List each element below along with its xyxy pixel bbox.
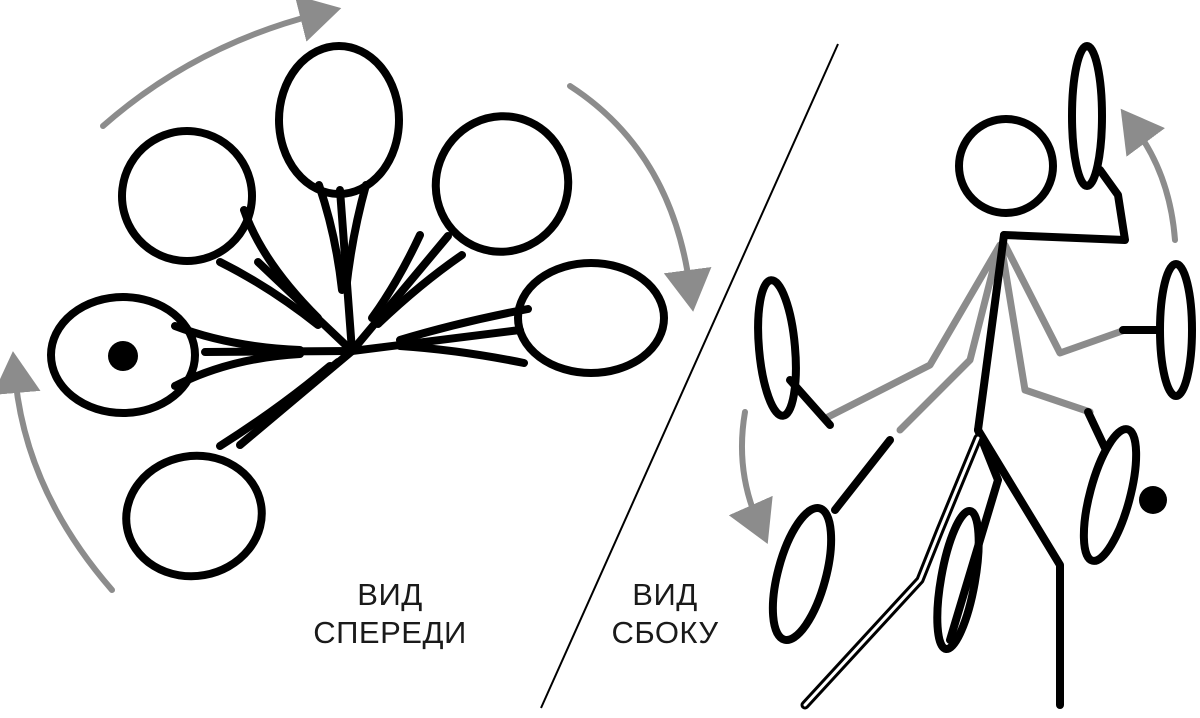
racket-side-left <box>754 276 800 420</box>
player-leg-right <box>974 426 1064 709</box>
racket-fan <box>47 42 668 581</box>
racket-side-center <box>933 507 983 653</box>
side-view <box>728 42 1196 710</box>
racket-head-top <box>275 42 403 198</box>
ghost-arm-left-2 <box>896 246 1002 434</box>
arm-phase-ghosts <box>824 241 1129 434</box>
front-arrow-top <box>100 0 342 129</box>
racket-head-lower-left <box>122 451 266 581</box>
front-motion-arrows <box>0 0 712 593</box>
ball-front <box>108 341 138 371</box>
front-view-label: ВИД СПЕРЕДИ <box>300 576 480 652</box>
swing-trail <box>800 433 983 710</box>
side-arrow-right <box>1120 108 1178 243</box>
ghost-arm-right-2 <box>998 246 1094 416</box>
side-motion-arrows <box>728 108 1178 544</box>
racket-side-top <box>1068 42 1106 190</box>
side-view-label: ВИД СБОКУ <box>590 576 740 652</box>
front-arrow-right <box>567 83 712 312</box>
handle-right <box>348 326 524 355</box>
racket-head-left <box>47 293 199 417</box>
racket-side-lowleft-handle <box>831 436 894 514</box>
player-head <box>955 115 1057 217</box>
racket-head-right <box>514 259 668 377</box>
racket-side-lowright-handle <box>1084 408 1109 452</box>
handle-upper-right <box>348 232 452 355</box>
racket-side-lowright <box>1079 425 1141 565</box>
front-arrow-left <box>0 351 115 593</box>
side-figure <box>754 42 1196 709</box>
racket-side-right <box>1156 260 1196 400</box>
ball-side <box>1139 486 1167 514</box>
racket-head-upper-left <box>118 127 256 265</box>
ghost-arm-right-1 <box>1001 241 1129 357</box>
front-view-label-line1: ВИД <box>357 577 423 612</box>
racket-side-lowleft <box>768 504 836 644</box>
side-view-label-line1: ВИД <box>632 577 698 612</box>
racket-head-upper-right <box>431 112 573 256</box>
player-arm-raised <box>1000 166 1129 244</box>
player-leg-left <box>946 426 1002 644</box>
ghost-arm-left-1 <box>824 241 1004 421</box>
view-divider <box>540 43 839 709</box>
front-view-label-line2: СПЕРЕДИ <box>313 615 467 650</box>
player-torso <box>974 231 1008 434</box>
side-arrow-left <box>728 409 773 544</box>
side-view-label-line2: СБОКУ <box>611 615 719 650</box>
front-view <box>0 0 712 593</box>
